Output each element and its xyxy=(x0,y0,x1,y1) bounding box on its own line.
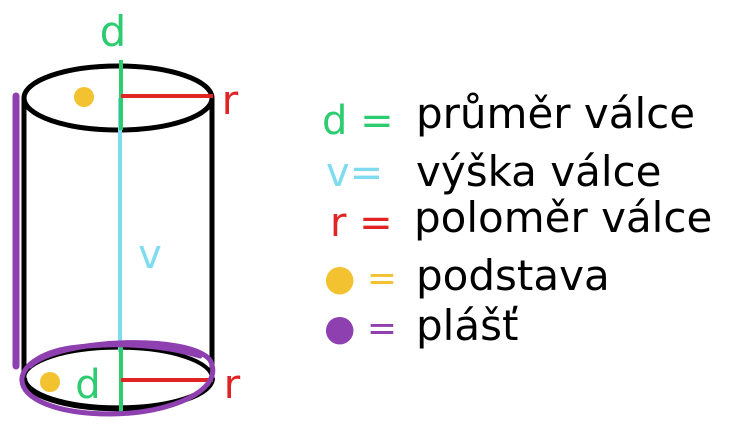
label-d-top: d xyxy=(100,7,127,56)
legend-symbol-height: v= xyxy=(326,150,383,196)
label-r-bottom: r xyxy=(224,362,241,408)
base-dot-bottom xyxy=(40,372,60,392)
legend-text-base: podstava xyxy=(416,251,610,300)
label-d-bottom: d xyxy=(75,362,100,408)
base-dot-top xyxy=(74,87,94,107)
legend-symbol-base: ● = xyxy=(324,258,397,299)
legend-symbol-lateral: ● = xyxy=(324,308,397,349)
legend-symbol-radius: r = xyxy=(330,200,393,246)
lateral-loop xyxy=(19,340,216,417)
legend-text-height: výška válce xyxy=(416,147,661,196)
legend-symbol-diameter: d = xyxy=(322,98,394,144)
legend: d = průměr válce v= výška válce r = polo… xyxy=(322,89,712,350)
legend-text-diameter: průměr válce xyxy=(416,89,695,138)
legend-text-radius: poloměr válce xyxy=(414,193,712,242)
label-v: v xyxy=(138,232,162,278)
label-r-top: r xyxy=(222,78,239,124)
legend-text-lateral: plášť xyxy=(416,301,518,350)
